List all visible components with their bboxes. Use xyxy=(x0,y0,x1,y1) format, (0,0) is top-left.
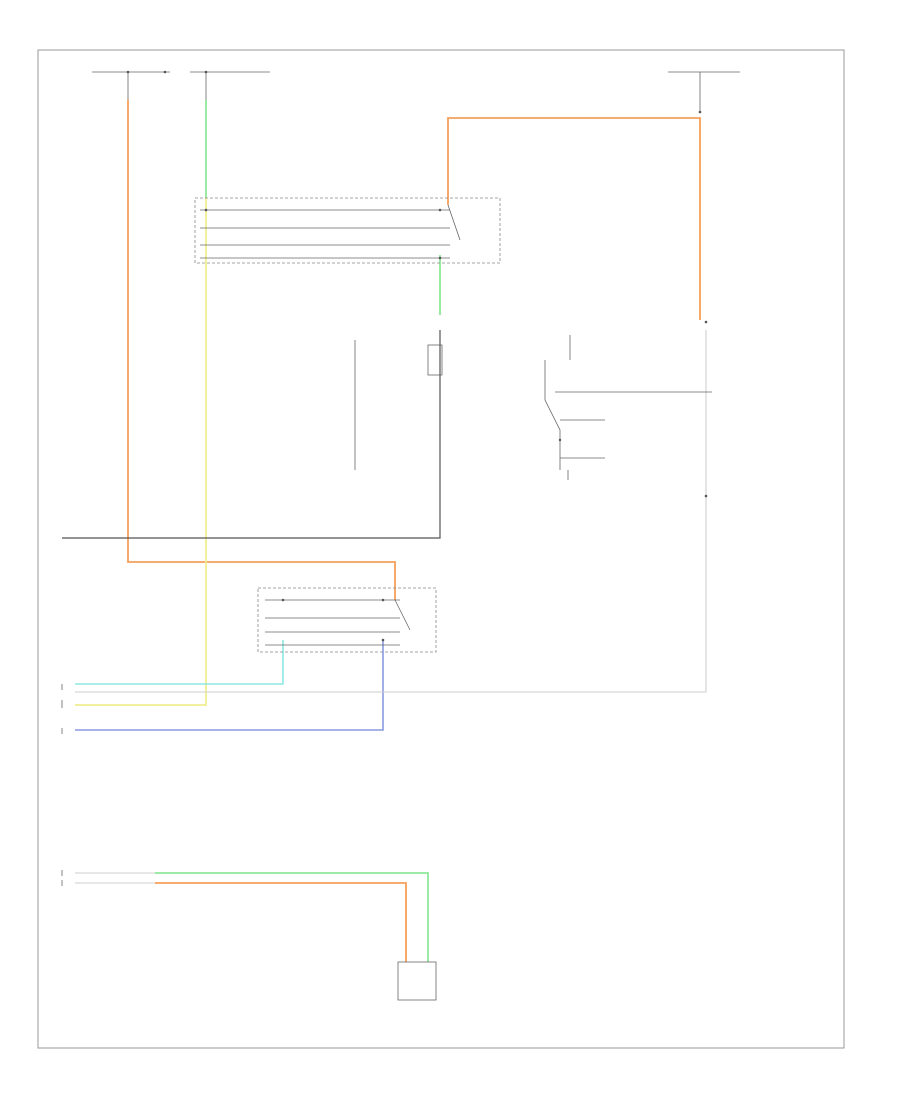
yellow-wire xyxy=(75,198,207,706)
orange-wire-bottom xyxy=(155,882,407,962)
gray-wire-right xyxy=(75,330,707,693)
orange-wire-upper-relay xyxy=(447,117,701,320)
green-wire-bottom xyxy=(155,872,429,962)
cyan-wire xyxy=(75,640,284,685)
top-right-supply-connector xyxy=(668,71,740,114)
upper-relay xyxy=(194,197,501,264)
lower-relay xyxy=(257,587,437,653)
top-mid-supply-connector xyxy=(190,70,270,100)
black-wire-compressor-ground xyxy=(62,330,441,539)
top-left-supply-connector xyxy=(92,70,170,100)
bottom-module xyxy=(397,961,437,1001)
pressure-switch xyxy=(544,335,605,480)
diagram-frame xyxy=(37,49,845,1049)
compressor-clutch xyxy=(354,340,443,470)
blue-wire xyxy=(75,640,384,731)
right-sensor xyxy=(704,320,708,498)
